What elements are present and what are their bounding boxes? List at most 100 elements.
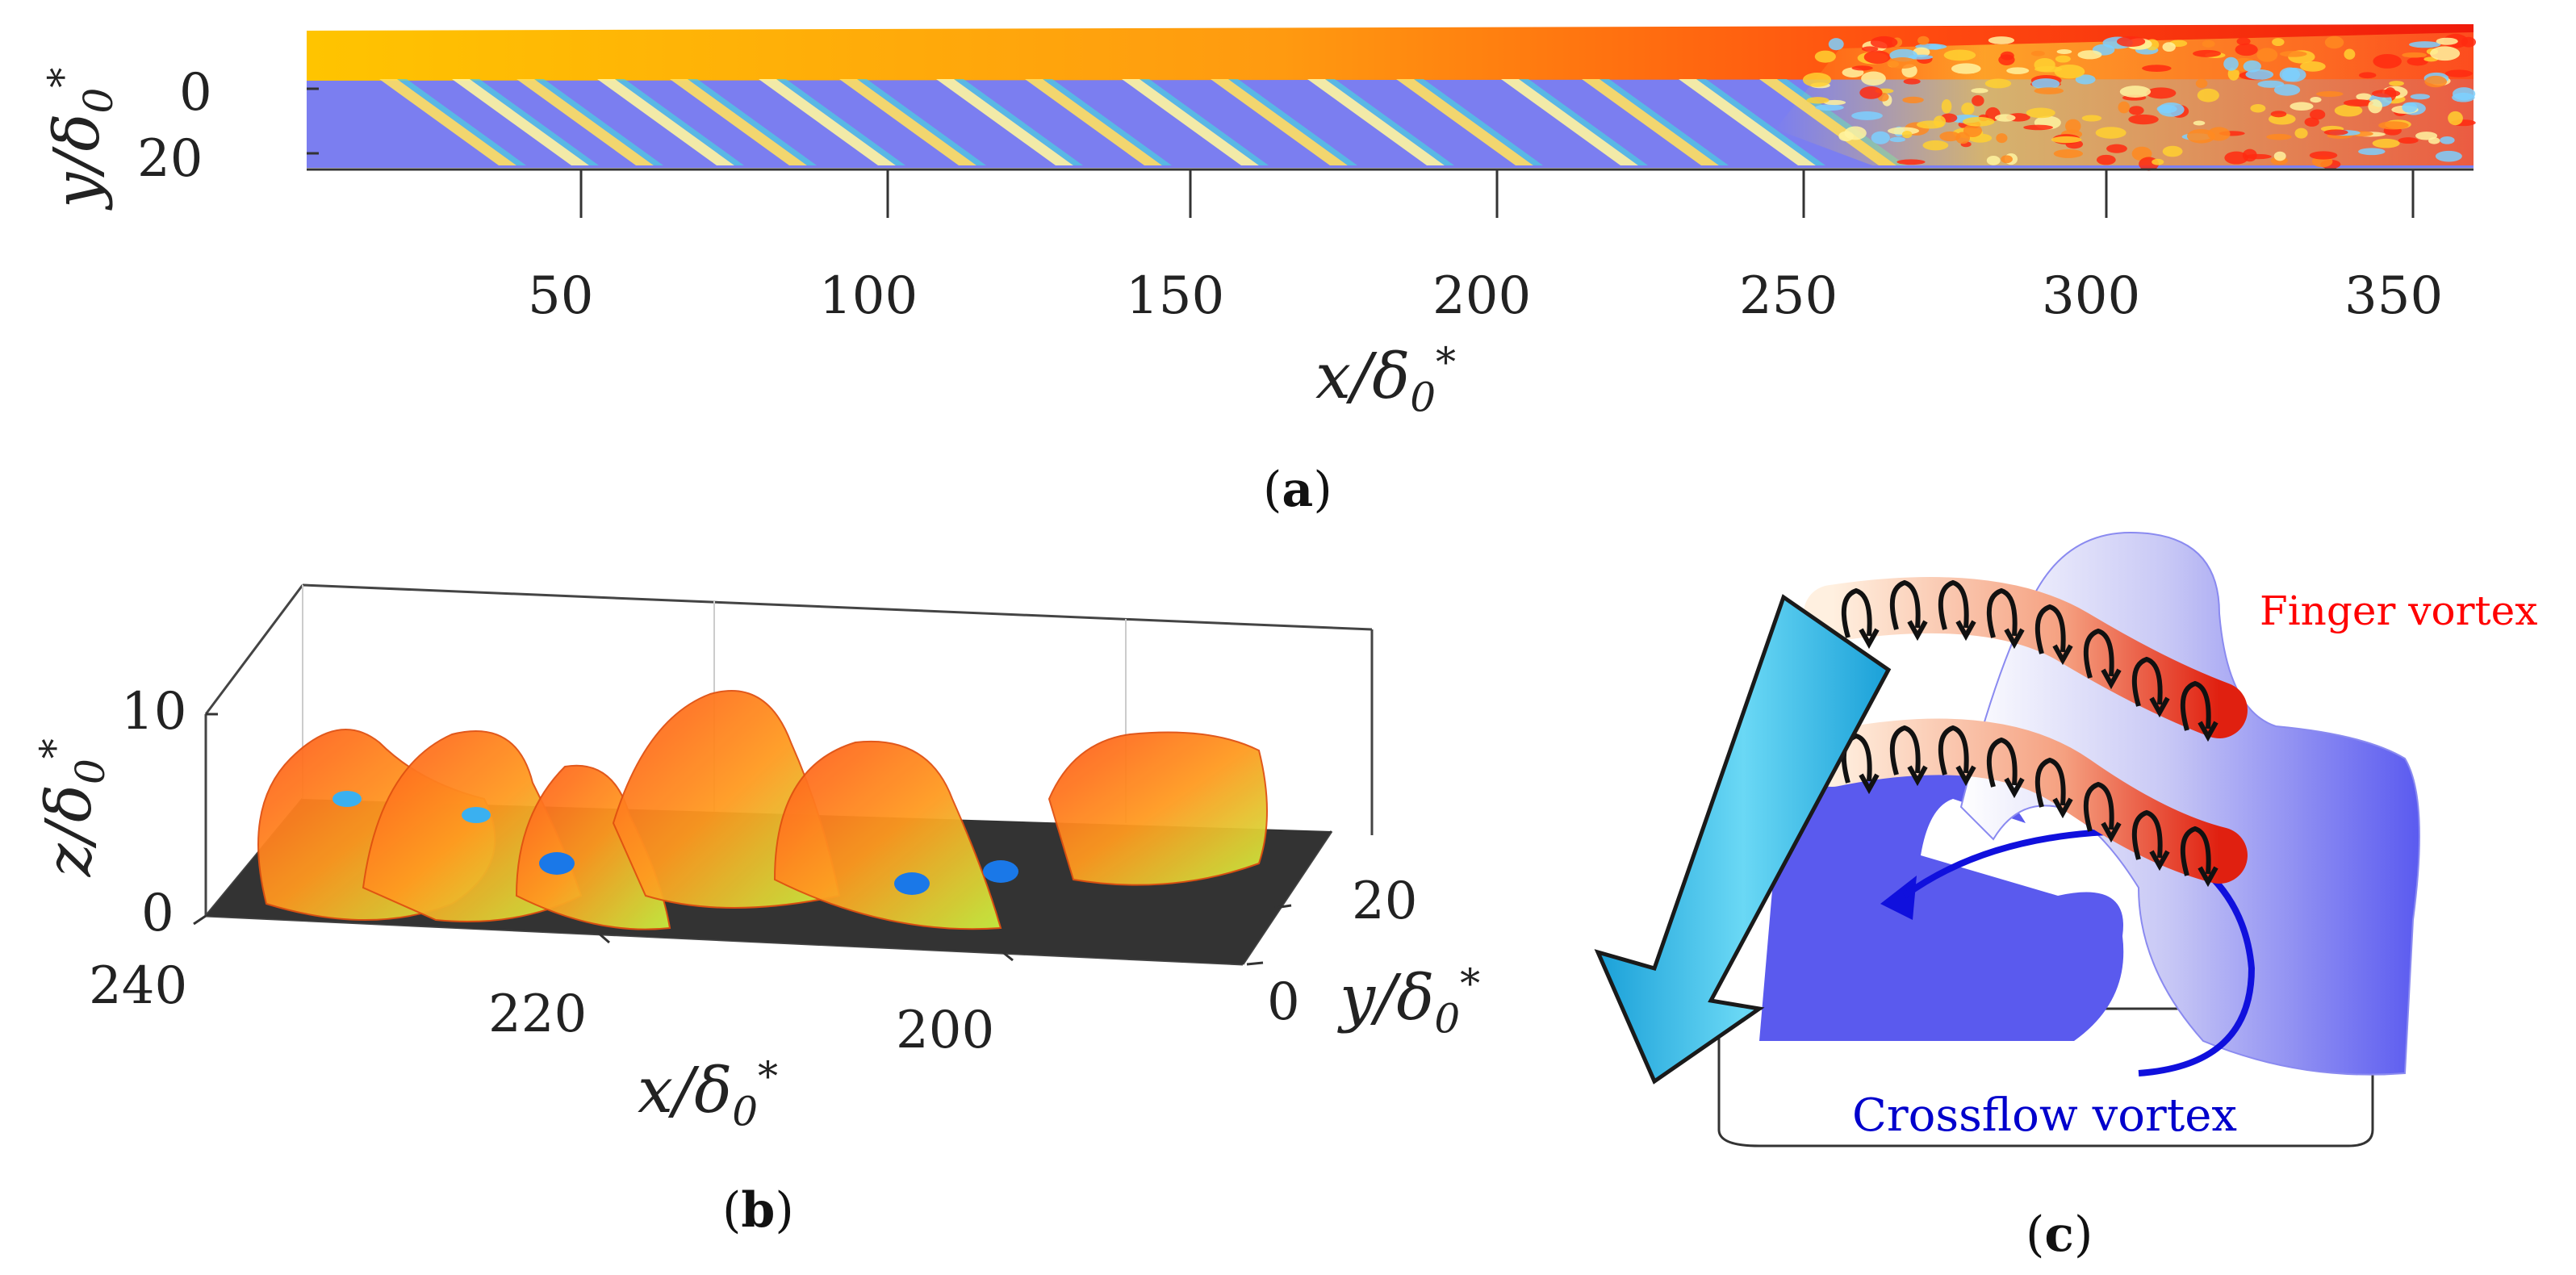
vortex-streak [597, 79, 734, 165]
vortex-streak-edge [1140, 79, 1269, 165]
curl-arrow [2180, 680, 2211, 731]
turbulent-speckle [2077, 50, 2102, 60]
turbulent-speckle [1823, 99, 1846, 106]
turbulent-speckle [2142, 65, 2172, 72]
vortex-streak-edge [1696, 79, 1825, 165]
turbulent-speckle [2270, 111, 2287, 118]
turbulent-speckle [1917, 36, 1930, 45]
turbulent-speckle [2056, 48, 2072, 55]
turbulent-speckle [2051, 136, 2082, 144]
y-tick-label-20: 20 [137, 129, 203, 189]
low-speed-blob [894, 872, 930, 895]
curl-arrow [2083, 628, 2114, 679]
vortex-streak [379, 79, 516, 165]
low-speed-blob [983, 860, 1018, 883]
turbulent-speckle [2207, 127, 2231, 141]
turbulent-speckle [2128, 114, 2159, 125]
curl-arrow [1889, 725, 1921, 775]
caption-c: (c) [2026, 1206, 2093, 1263]
x-tick-label-150: 150 [1126, 266, 1225, 326]
turbulent-speckle [2075, 74, 2096, 85]
y-tick-label-20: 20 [1352, 872, 1418, 931]
curl-arrow-head [1859, 773, 1880, 795]
turbulent-speckle [2430, 46, 2461, 61]
turbulent-speckle [2310, 96, 2322, 103]
finger-vortex-curls [1841, 579, 2218, 888]
vortex-streak [936, 79, 1073, 165]
turbulent-speckle [2245, 69, 2274, 80]
curl-arrow-head [2052, 644, 2073, 666]
y-axis-label-b: y/δ0* [1340, 960, 1481, 1043]
surface-front [1759, 759, 2124, 1041]
turbulent-speckle [2356, 93, 2372, 101]
low-speed-blob [462, 807, 491, 823]
turbulent-speckle [1901, 130, 1913, 139]
turbulent-speckle [2193, 49, 2222, 57]
turbulent-speckle [2031, 78, 2060, 90]
curl-arrow-head [2004, 628, 2025, 650]
turbulent-speckle [2106, 144, 2127, 153]
turbulent-speckle [1908, 54, 1934, 60]
turbulent-speckle [1806, 97, 1830, 104]
turbulent-speckle [1963, 123, 1982, 138]
vortex-isosurface [1048, 731, 1268, 886]
vortex-streak [1211, 79, 1348, 165]
vortex-streak [1396, 79, 1533, 165]
turbulent-speckle [2334, 104, 2363, 117]
turbulent-speckle [2034, 57, 2055, 72]
turbulent-speckle [2197, 88, 2219, 102]
curl-arrow-head [1955, 765, 1976, 787]
y-tick-label-0: 0 [179, 63, 212, 123]
vortex-streak-edge [1600, 79, 1729, 165]
curl-arrow-head [2052, 797, 2073, 819]
turbulent-speckle [1943, 49, 1976, 61]
curl-arrow [1841, 733, 1872, 784]
vortex-streak [1025, 79, 1162, 165]
turbulent-speckle [1859, 86, 1883, 99]
turbulent-speckle [2065, 119, 2081, 134]
y-axis-label: y/δ0* [40, 67, 122, 208]
vortex-streak-edge [534, 79, 663, 165]
x-tick-label-250: 250 [1739, 266, 1838, 326]
turbulent-speckle [2279, 67, 2301, 82]
turbulent-speckle [2424, 75, 2448, 88]
curl-arrow-head [2101, 668, 2122, 690]
turbulent-speckle [1984, 78, 2012, 89]
curl-arrow-head [2004, 777, 2025, 799]
vortex-streak-edge [1325, 79, 1454, 165]
z-axis-label: z/δ0* [31, 738, 114, 877]
turbulent-speckle [2358, 72, 2377, 79]
vortex-streak [1122, 79, 1259, 165]
turbulent-speckle [2055, 55, 2071, 63]
turbulent-speckle [1889, 136, 1906, 143]
turbulent-speckle [2358, 148, 2386, 156]
axis-tick-marks [193, 713, 1292, 966]
turbulent-speckle [2310, 109, 2326, 120]
turbulent-speckle [2250, 104, 2266, 113]
turbulent-speckle [2372, 138, 2400, 148]
turbulent-speckle [2119, 86, 2152, 98]
turbulent-speckle [1896, 159, 1926, 165]
vortex-streak-edge [470, 79, 599, 165]
turbulent-speckle [1863, 50, 1891, 64]
turbulent-speckle [2244, 153, 2272, 160]
turbulent-speckle [1996, 133, 2008, 144]
vortex-streak-edge [1414, 79, 1543, 165]
turbulent-speckle [1933, 115, 1947, 128]
turbulent-speckle [2023, 124, 2053, 131]
turbulent-speckle [2193, 120, 2206, 126]
turbulent-speckle [2152, 158, 2164, 165]
turbulent-speckle [2343, 99, 2373, 107]
turbulent-speckle [2402, 52, 2428, 58]
turbulent-speckle [2243, 60, 2261, 73]
x-axis-ticks [579, 169, 2415, 218]
vortex-streak-edge [615, 79, 744, 165]
turbulent-speckle [2128, 106, 2144, 115]
turbulent-speckle [2444, 69, 2473, 77]
vortex-streak-edge [954, 79, 1083, 165]
crossflow-vortex-arrow-head [1880, 876, 1917, 920]
vortex-streak [839, 79, 976, 165]
turbulent-speckle [2095, 127, 2126, 139]
x-tick-label-50: 50 [528, 266, 594, 326]
turbulent-speckle [2410, 94, 2431, 100]
